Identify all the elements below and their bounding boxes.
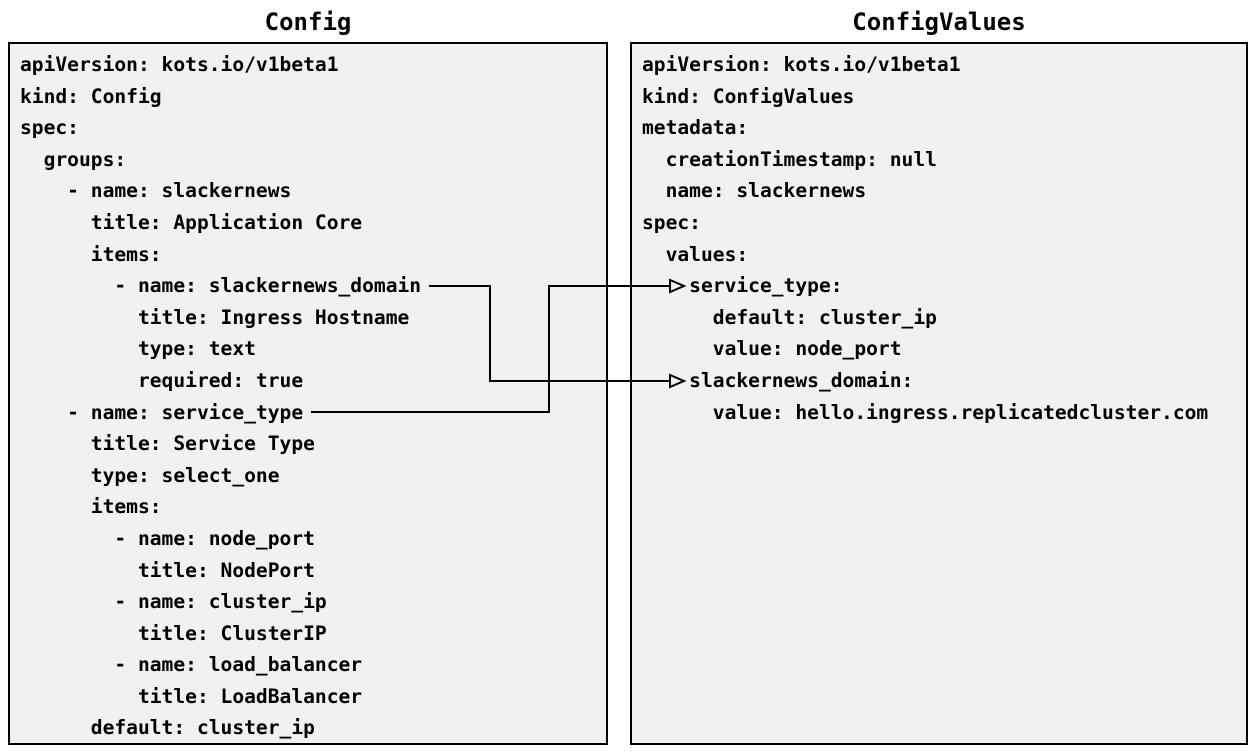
yaml-line: name: slackernews [642, 179, 867, 203]
yaml-line: spec: [20, 116, 79, 140]
yaml-line: type: text [20, 337, 256, 361]
yaml-line: kind: ConfigValues [642, 84, 855, 108]
yaml-line: type: select_one [20, 463, 280, 487]
yaml-line: - name: load_balancer [20, 653, 363, 677]
yaml-line: items: [20, 495, 162, 519]
yaml-line: title: LoadBalancer [20, 684, 363, 708]
yaml-line-slackernews-domain-value: slackernews_domain: [642, 368, 914, 392]
config-panel: apiVersion: kots.io/v1beta1 kind: Config… [8, 42, 608, 745]
yaml-line: - name: node_port [20, 526, 315, 550]
config-yaml-block: apiVersion: kots.io/v1beta1 kind: Config… [10, 44, 606, 743]
yaml-line: default: cluster_ip [20, 716, 315, 740]
yaml-line: spec: [642, 210, 701, 234]
yaml-line-slackernews-domain: - name: slackernews_domain [20, 274, 422, 298]
yaml-line: - name: slackernews [20, 179, 292, 203]
yaml-line: title: NodePort [20, 558, 315, 582]
configvalues-yaml-block: apiVersion: kots.io/v1beta1 kind: Config… [632, 44, 1246, 743]
yaml-line: title: Application Core [20, 210, 363, 234]
yaml-line: required: true [20, 368, 304, 392]
configvalues-panel-title: ConfigValues [852, 8, 1026, 36]
config-panel-title: Config [264, 8, 352, 36]
yaml-line: groups: [20, 147, 127, 171]
yaml-line: apiVersion: kots.io/v1beta1 [20, 53, 339, 76]
yaml-line: value: hello.ingress.replicatedcluster.c… [642, 400, 1209, 424]
yaml-line: title: Ingress Hostname [20, 305, 410, 329]
yaml-line-service-type-value: service_type: [642, 274, 843, 298]
yaml-line: title: Service Type [20, 432, 315, 456]
yaml-line: metadata: [642, 116, 749, 140]
yaml-line: kind: Config [20, 84, 162, 108]
yaml-line: title: ClusterIP [20, 621, 327, 645]
yaml-line: apiVersion: kots.io/v1beta1 [642, 53, 961, 76]
configvalues-panel: apiVersion: kots.io/v1beta1 kind: Config… [630, 42, 1248, 745]
yaml-line-service-type: - name: service_type [20, 400, 304, 424]
yaml-line: value: node_port [642, 337, 902, 361]
yaml-line: values: [642, 242, 749, 266]
yaml-line: default: cluster_ip [642, 305, 937, 329]
yaml-line: items: [20, 242, 162, 266]
yaml-line: creationTimestamp: null [642, 147, 937, 171]
yaml-line: - name: cluster_ip [20, 590, 327, 614]
